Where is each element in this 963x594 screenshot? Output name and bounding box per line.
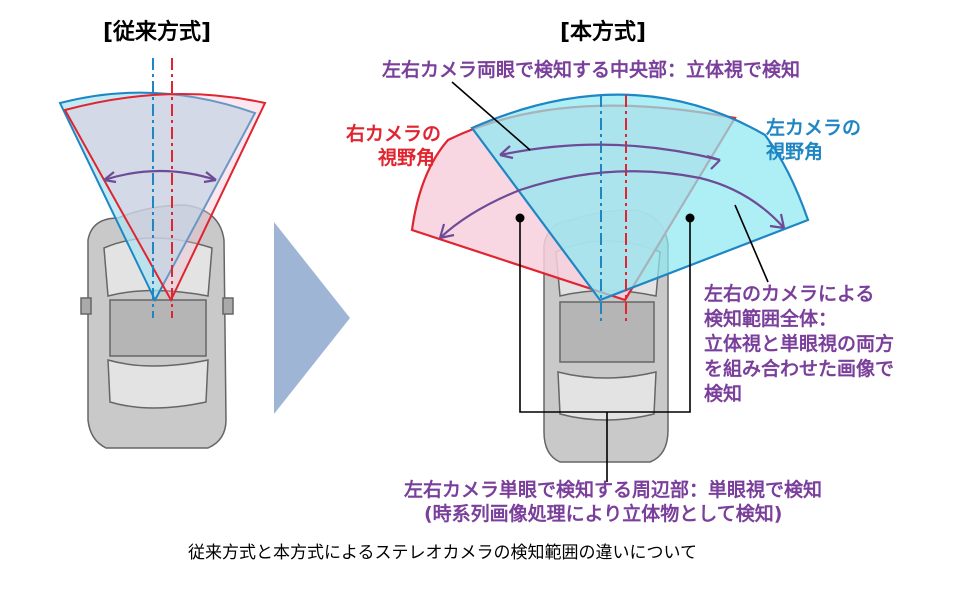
left-camera-fov — [470, 93, 810, 302]
periphery-label-line1: 左右カメラ単眼で検知する周辺部：単眼視で検知 — [404, 479, 823, 501]
left-camera-fov-label-line2: 視野角 — [766, 141, 824, 163]
conventional-fov-blue — [58, 91, 257, 303]
periphery-bracket — [519, 218, 691, 482]
conventional-stereo-arrow — [103, 169, 217, 182]
right-camera-fov-label-line1: 右カメラの — [346, 123, 442, 145]
total-area-label-line3: 立体視と単眼視の両方 — [704, 333, 895, 355]
figure-caption: 従来方式と本方式によるステレオカメラの検知範囲の違いについて — [188, 543, 697, 563]
total-area-label-line1: 左右のカメラによる — [704, 283, 875, 305]
total-area-label-line5: 検知 — [704, 383, 743, 405]
stereo-area-arrow — [499, 143, 721, 162]
conventional-heading: [従来方式] — [103, 20, 212, 45]
transition-arrow — [274, 222, 350, 414]
periphery-marker-left — [515, 213, 525, 223]
center-label-leader — [451, 81, 531, 151]
left-camera-fov-label-line1: 左カメラの — [766, 117, 862, 139]
periphery-label-line2: (時系列画像処理により立体物として検知) — [424, 503, 783, 525]
center-area-label: 左右カメラ両眼で検知する中央部：立体視で検知 — [382, 59, 801, 81]
total-range-arrow — [439, 170, 785, 239]
total-area-leader — [734, 204, 769, 283]
conventional-fov-red — [63, 93, 267, 303]
conventional-car — [80, 204, 234, 449]
total-area-label-line2: 検知範囲全体： — [704, 308, 838, 330]
new-method-heading: [本方式] — [560, 20, 647, 45]
periphery-marker-right — [685, 213, 695, 223]
right-camera-fov-label-line2: 視野角 — [378, 147, 436, 169]
total-area-label-line4: を組み合わせた画像で — [704, 358, 895, 380]
